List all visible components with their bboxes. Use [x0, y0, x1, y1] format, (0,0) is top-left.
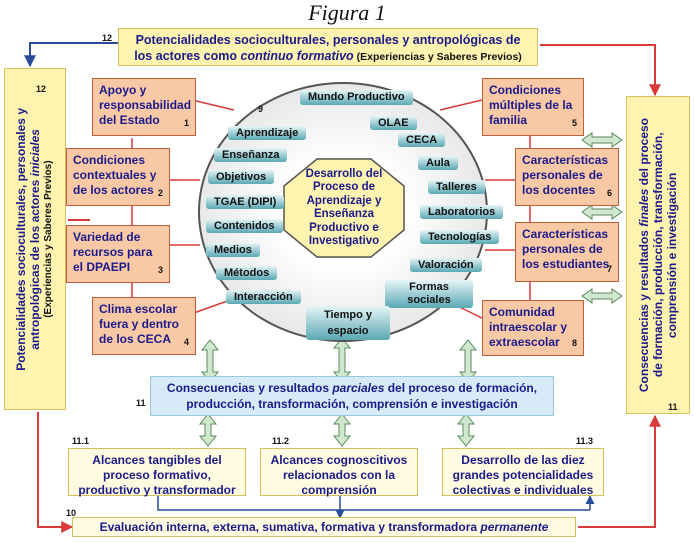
element-metodos: Métodos	[216, 266, 278, 280]
factor-context-conditions: Condiciones contextuales y de los actore…	[66, 148, 170, 206]
double-arrows-vertical	[198, 337, 478, 447]
element-aprendizaje: Aprendizaje	[228, 126, 307, 140]
element-valoracion: Valoración	[410, 258, 482, 272]
element-tecnologias: Tecnologías	[420, 230, 500, 244]
outcome-potentialities: Desarrollo de las diez grandes potencial…	[442, 448, 604, 497]
core-process-label: Desarrollo del Proceso de Aprendizaje y …	[285, 160, 403, 256]
figure-title: Figura 1	[308, 0, 386, 25]
initial-potential-top-box: Potencialidades socioculturales, persona…	[118, 28, 538, 66]
element-formas-sociales: Formas sociales	[385, 280, 473, 308]
outcome-tangible: Alcances tangibles del proceso formativo…	[68, 448, 246, 497]
initial-potential-left-box: Potencialidades socioculturales, persona…	[4, 68, 66, 410]
element-tgae: TGAE (DIPI)	[206, 195, 285, 209]
evaluation-box: Evaluación interna, externa, sumativa, f…	[72, 517, 576, 537]
element-medios: Medios	[206, 243, 260, 257]
element-mundo-productivo: Mundo Productivo	[300, 90, 413, 105]
element-ceca: CECA	[398, 133, 446, 147]
factor-school-climate: Clima escolar fuera y dentro de los CECA…	[92, 297, 196, 355]
partial-box-number: 11	[136, 398, 146, 408]
element-aula: Aula	[418, 156, 458, 170]
eval-to-right-arrow	[578, 414, 661, 528]
factor-teacher-traits: Características personales de los docent…	[515, 148, 619, 206]
element-laboratorios: Laboratorios	[420, 205, 504, 219]
eval-box-number: 10	[66, 508, 77, 518]
final-results-right-box: Consecuencias y resultados finales del p…	[626, 96, 690, 414]
element-contenidos: Contenidos	[206, 219, 283, 233]
element-talleres: Talleres	[428, 180, 485, 194]
outcome-cognitive: Alcances cognoscitivos relacionados con …	[260, 448, 418, 497]
top-to-right-arrow	[540, 44, 661, 97]
element-ensenanza: Enseñanza	[214, 148, 288, 162]
element-interaccion: Interacción	[226, 290, 301, 304]
element-tiempo-espacio: Tiempo y espacio	[306, 306, 390, 340]
factor-family-conditions: Condiciones múltiples de la familia 5	[482, 78, 584, 136]
top-box-line1: Potencialidades socioculturales, persona…	[135, 33, 521, 47]
factor-student-traits: Características personales de los estudi…	[515, 222, 619, 282]
outcomes-to-eval-line	[157, 495, 590, 511]
octagon-outline	[283, 158, 405, 258]
element-objetivos: Objetivos	[208, 170, 275, 184]
factor-resources: Variedad de recursos para el DPAEPI 3	[66, 225, 170, 283]
top-to-left-arrow	[24, 42, 118, 68]
top-box-number: 12	[102, 33, 113, 43]
double-arrows-right	[581, 132, 623, 304]
left-to-eval-arrow	[37, 412, 74, 533]
ellipse-number: 9	[258, 104, 264, 114]
left-box-number: 12	[36, 84, 47, 94]
factor-community: Comunidad intraescolar y extraescolar 8	[482, 300, 584, 356]
factor-state-support: Apoyo y responsabilidad del Estado 1	[92, 78, 196, 136]
outcome-2-number: 11.2	[272, 436, 290, 446]
right-box-number: 11	[668, 402, 678, 412]
top-box-line2: los actores como continuo formativo (Exp…	[134, 49, 522, 63]
element-olae: OLAE	[370, 116, 417, 130]
outcome-3-number: 11.3	[576, 436, 594, 446]
outcome-1-number: 11.1	[72, 436, 90, 446]
partial-results-box: Consecuencias y resultados parciales del…	[150, 376, 554, 416]
